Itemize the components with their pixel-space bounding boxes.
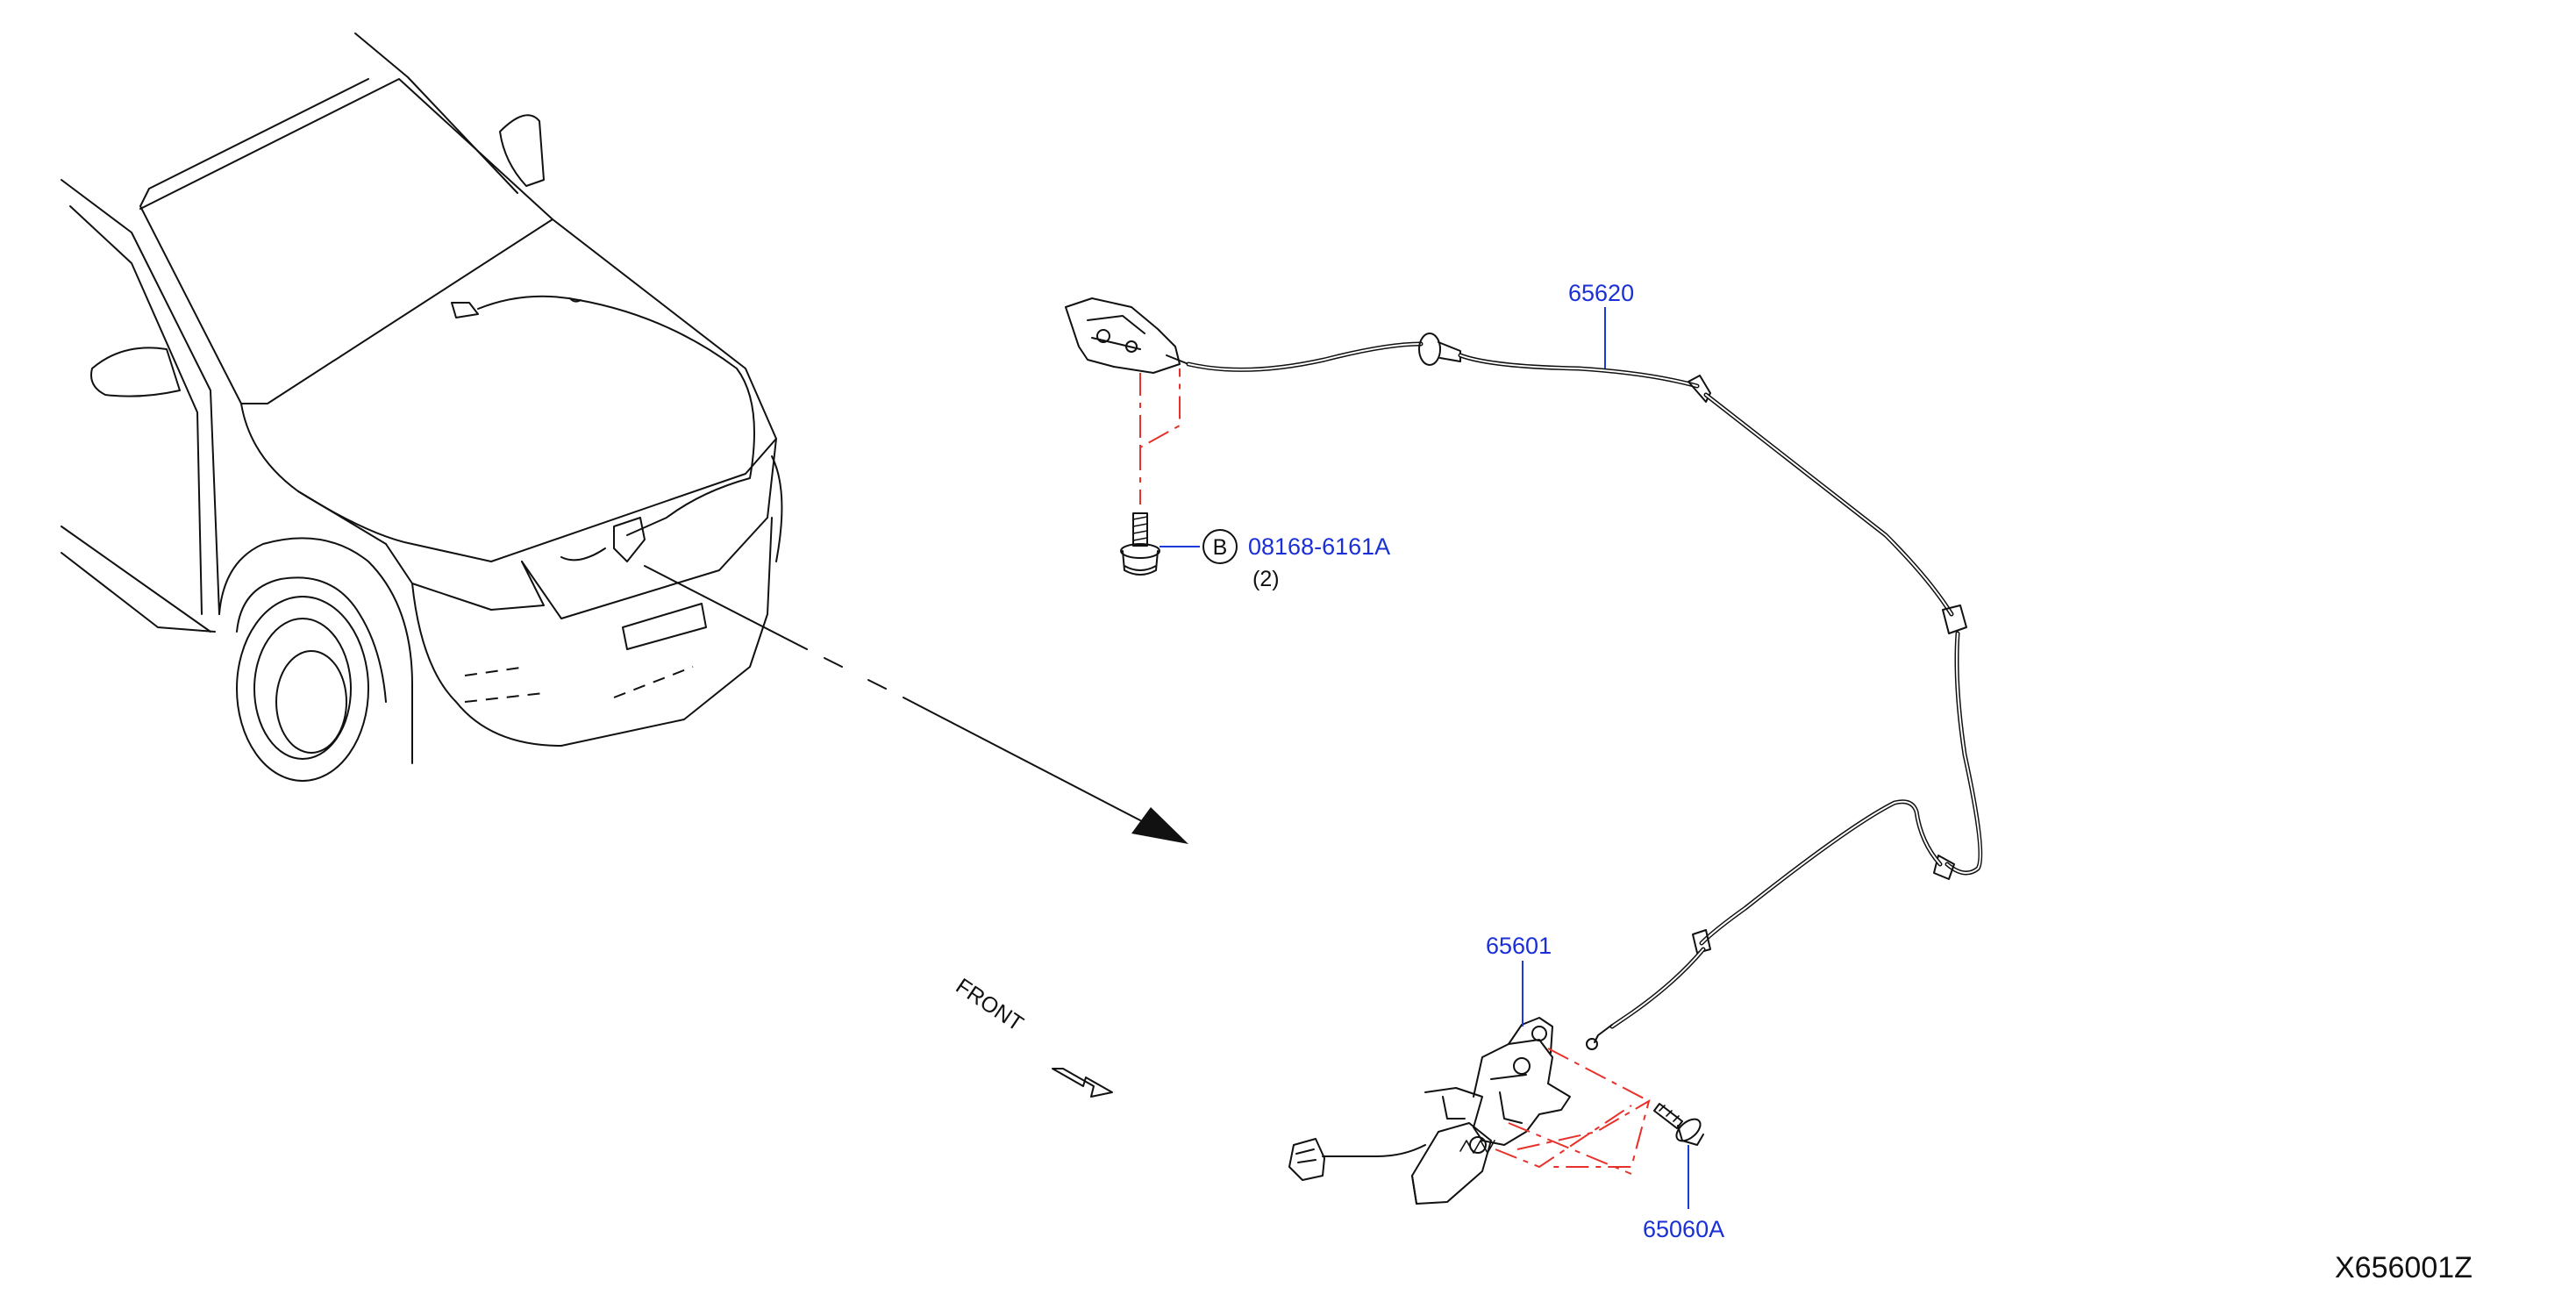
front-direction-indicator: FRONT bbox=[952, 974, 1113, 1098]
callout-bolt-b: B 08168-6161A (2) bbox=[1160, 529, 1390, 591]
callout-hood-lock: 65601 bbox=[1486, 933, 1552, 1027]
front-label: FRONT bbox=[952, 974, 1028, 1036]
callout-bolt-lock: 65060A bbox=[1643, 1145, 1724, 1242]
reference-symbol-b: B bbox=[1213, 535, 1228, 560]
bolt-lock bbox=[1653, 1103, 1704, 1146]
vehicle-front-view bbox=[61, 32, 783, 782]
part-number-65060A: 65060A bbox=[1643, 1216, 1724, 1242]
hood-lock-cable bbox=[1065, 297, 1983, 1050]
view-detail-arrow bbox=[644, 565, 1188, 844]
reference-circle-b bbox=[1202, 529, 1238, 564]
bolt-b bbox=[1120, 512, 1160, 576]
bolt-b-quantity: (2) bbox=[1252, 567, 1280, 591]
part-number-65601: 65601 bbox=[1486, 933, 1552, 959]
alignment-lines-lock bbox=[1495, 1048, 1651, 1175]
illustration-code: X656001Z bbox=[2335, 1251, 2473, 1284]
alignment-lines-handle bbox=[1139, 368, 1181, 504]
part-number-65620: 65620 bbox=[1568, 280, 1634, 306]
hood-lock-assembly bbox=[1288, 1017, 1571, 1205]
part-number-08168-6161A: 08168-6161A bbox=[1248, 533, 1390, 560]
callout-hood-lock-cable: 65620 bbox=[1568, 280, 1634, 368]
